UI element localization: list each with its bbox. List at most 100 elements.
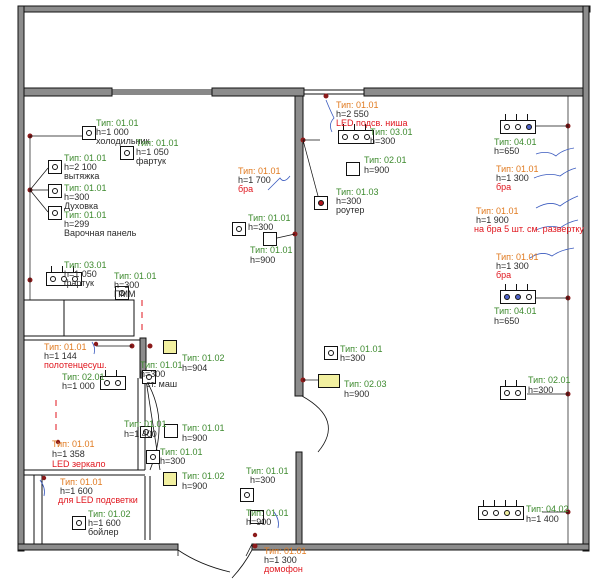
- plan-label: Тип: 01.01: [114, 271, 157, 281]
- plan-label: h=650: [494, 146, 520, 156]
- plan-label: роутер: [336, 205, 365, 215]
- plan-label: h=300: [248, 222, 274, 232]
- socket-desk-quad: [478, 500, 524, 520]
- plan-label: h=300: [340, 353, 366, 363]
- socket-room-300: [324, 346, 338, 360]
- plan-label: Тип: 01.02: [182, 353, 225, 363]
- plan-label: Духовка: [64, 201, 99, 211]
- plan-label: h=1 000: [96, 127, 129, 137]
- plan-label: Тип: 01.01: [96, 118, 139, 128]
- plan-label: Тип: 01.01: [336, 100, 379, 110]
- dashed-marks: [55, 300, 143, 430]
- plan-label: Тип: 04.01: [494, 137, 537, 147]
- plan-label: Тип: 01.01: [496, 164, 539, 174]
- plan-label: Тип: 01.01: [60, 477, 103, 487]
- socket-niche-triple: [338, 124, 374, 144]
- plan-label: Тип: 01.02: [182, 471, 225, 481]
- plan-label: h=300: [370, 136, 396, 146]
- plan-label: h=1 050: [136, 147, 169, 157]
- switch-bath-1: [163, 340, 177, 354]
- plan-label: h=300: [528, 385, 554, 395]
- plan-label: бра: [496, 182, 512, 192]
- socket-tv-bottom: [500, 284, 536, 304]
- plan-label: Тип: 01.02: [88, 509, 131, 519]
- plan-label: Тип: 04.01: [494, 306, 537, 316]
- interior-nodes: [41, 341, 258, 538]
- plan-label: h=1 050: [64, 269, 97, 279]
- switch-corridor-1: [164, 424, 178, 438]
- plan-label: ст. маш: [146, 379, 178, 389]
- socket-center-300: [232, 222, 246, 236]
- plan-label: фартук: [64, 278, 94, 288]
- plan-label: h=300: [250, 475, 276, 485]
- plan-label: для LED подсветки: [58, 495, 138, 505]
- plan-label: Тип: 01.01: [140, 360, 183, 370]
- plan-label: h=1 600: [60, 486, 93, 496]
- plan-label: Тип: 01.01: [238, 166, 281, 176]
- plan-label: Тип: 01.01: [64, 153, 107, 163]
- plan-label: h=904: [182, 363, 208, 373]
- plan-label: Тип: 02.01: [528, 375, 571, 385]
- plan-label: Тип: 01.03: [336, 187, 379, 197]
- plan-label: LED подсв. ниша: [336, 118, 408, 128]
- socket-router: [314, 196, 328, 210]
- plan-label: Тип: 02.01: [364, 155, 407, 165]
- socket-bedroom-double: [500, 380, 526, 400]
- plan-label: Тип: 01.01: [248, 213, 291, 223]
- socket-oven: [48, 184, 62, 198]
- plan-label: h=900: [250, 255, 276, 265]
- plan-label: h=900: [182, 433, 208, 443]
- plan-label: бра: [496, 270, 512, 280]
- plan-label: Тип: 01.01: [52, 439, 95, 449]
- plan-label: h=300: [336, 196, 362, 206]
- plan-label: Тип: 04.02: [526, 504, 569, 514]
- plan-label: Тип: 01.01: [246, 466, 289, 476]
- plan-label: Тип: 01.01: [64, 210, 107, 220]
- balcony-wall: [23, 87, 584, 97]
- plan-label: h=900: [182, 481, 208, 491]
- plan-label: Тип: 02.03: [344, 379, 387, 389]
- plan-label: Тип: 01.01: [160, 447, 203, 457]
- plan-label: h=2 100: [64, 162, 97, 172]
- plan-label: Тип: 01.01: [496, 252, 539, 262]
- plan-label: Тип: 01.01: [44, 342, 87, 352]
- socket-bath-300: [146, 450, 160, 464]
- plan-label: полотенцесуш.: [44, 360, 107, 370]
- plan-label: h=1 700: [238, 175, 271, 185]
- plan-label: Тип: 03.01: [370, 127, 413, 137]
- switch-room-900: [346, 162, 360, 176]
- bathroom-walls: [23, 299, 151, 544]
- socket-tv-top: [500, 114, 536, 134]
- plan-label: h=300: [114, 280, 140, 290]
- plan-label: h=1 358: [52, 449, 85, 459]
- socket-hall-300: [240, 488, 254, 502]
- plan-label: h=1 900: [476, 215, 509, 225]
- plan-label: Тип: 01.01: [124, 419, 167, 429]
- wires: [39, 99, 579, 529]
- plan-label: h=900: [344, 389, 370, 399]
- plan-label: Тип: 01.01: [64, 183, 107, 193]
- plan-label: Тип: 01.01: [182, 423, 225, 433]
- plan-label: h=299: [64, 219, 90, 229]
- plan-label: Тип: 01.01: [476, 206, 519, 216]
- plan-label: бойлер: [88, 527, 119, 537]
- switch-corridor-2: [163, 472, 177, 486]
- outer-walls: [17, 5, 591, 552]
- plan-label: h=1 300: [496, 261, 529, 271]
- plan-label: LED зеркало: [52, 459, 106, 469]
- plan-label: Тип: 03.01: [64, 260, 107, 270]
- plan-label: ПММ: [114, 289, 136, 299]
- plan-label: h=900: [246, 517, 272, 527]
- socket-apron-1: [120, 146, 134, 160]
- plan-label: h=300: [64, 192, 90, 202]
- socket-bath-double: [100, 370, 126, 390]
- plan-label: h=300: [140, 369, 166, 379]
- socket-mirror: [140, 426, 152, 438]
- plan-label: бра: [238, 184, 254, 194]
- socket-hob: [48, 206, 62, 220]
- switch-center-900: [263, 232, 277, 246]
- plan-label: h=2 550: [336, 109, 369, 119]
- plan-label: Тип: 01.01: [340, 344, 383, 354]
- socket-boiler: [72, 516, 86, 530]
- plan-label: h=1 000: [62, 381, 95, 391]
